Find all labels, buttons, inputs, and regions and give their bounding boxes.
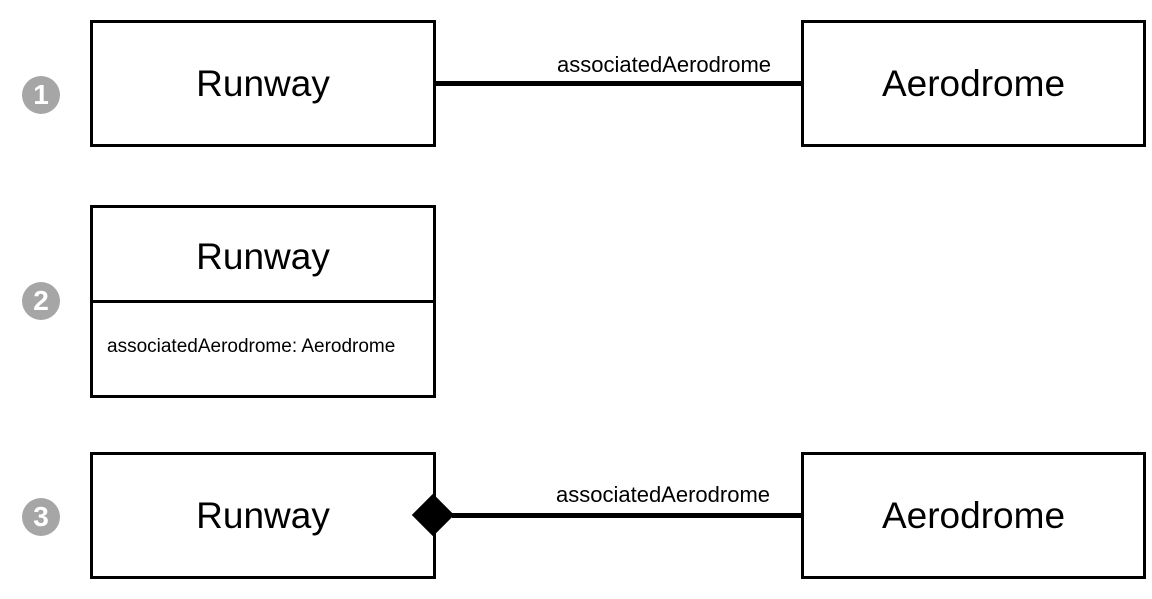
badge-1: 1 [22,76,60,114]
runway-class-box-3: Runway [90,452,436,579]
runway-class-name-1: Runway [196,63,330,104]
association-label-1: associatedAerodrome [557,52,772,77]
association-label-3: associatedAerodrome [556,482,771,507]
association-line-1 [436,81,802,86]
aerodrome-class-box-1: Aerodrome [801,20,1146,147]
runway-class-box-2: Runway associatedAerodrome: Aerodrome [90,205,436,398]
aerodrome-class-box-3: Aerodrome [801,452,1146,579]
aerodrome-class-name-3: Aerodrome [881,495,1066,536]
badge-3: 3 [22,498,60,536]
runway-class-box-1: Runway [90,20,436,147]
badge-2: 2 [22,282,60,320]
attribute-entry: associatedAerodrome: Aerodrome [107,336,396,357]
runway-class-name-3: Runway [196,495,330,536]
runway-class-name-2: Runway [196,236,330,277]
attribute-compartment-divider [93,300,433,303]
association-line-3 [452,513,802,518]
aerodrome-class-name-1: Aerodrome [881,63,1066,104]
